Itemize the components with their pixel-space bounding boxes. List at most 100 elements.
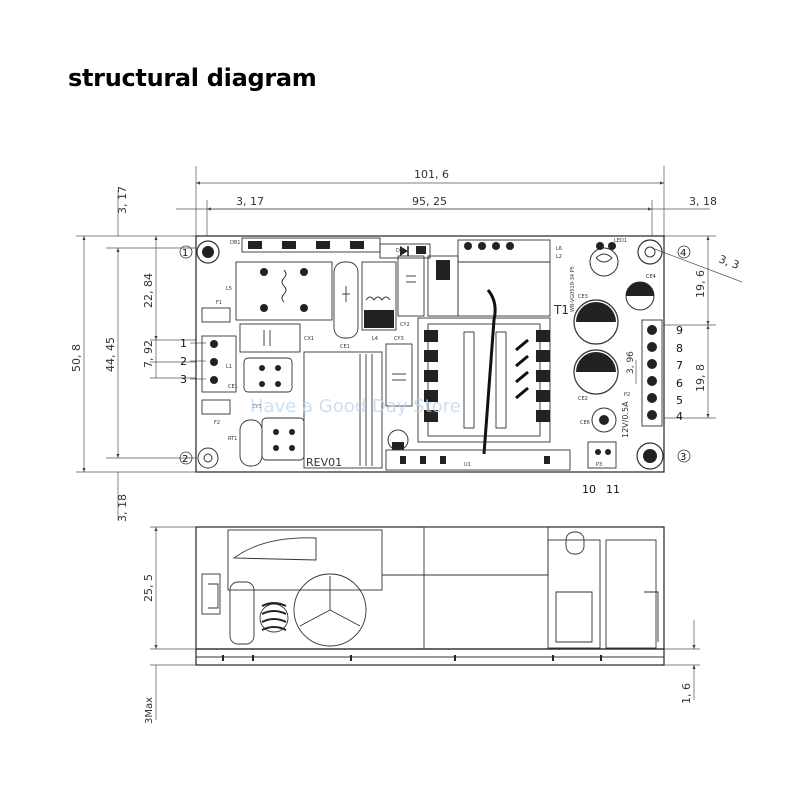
left-pin-2: 2 bbox=[180, 355, 187, 368]
capacitor-cy-group: CY2 CY3 bbox=[385, 255, 425, 451]
fuse-f2: F2 bbox=[201, 399, 231, 426]
right-pin-5: 5 bbox=[676, 394, 683, 407]
output-terminal-p2: P2 bbox=[624, 319, 663, 427]
svg-text:1: 1 bbox=[182, 248, 188, 259]
right-pin-4: 4 bbox=[676, 410, 683, 423]
bottom-pin-11: 11 bbox=[606, 483, 620, 496]
svg-text:F1: F1 bbox=[216, 300, 222, 306]
left-pin-1: 1 bbox=[180, 337, 187, 350]
svg-text:CY1: CY1 bbox=[252, 404, 262, 410]
svg-text:4: 4 bbox=[680, 248, 686, 259]
output-connector-p3: P3 bbox=[587, 441, 617, 469]
left-dimensions: 3, 17 50, 8 44, 45 22, 84 7, 92 3, 18 bbox=[70, 186, 196, 522]
svg-text:CE1: CE1 bbox=[340, 344, 350, 350]
svg-text:D1: D1 bbox=[396, 248, 403, 254]
diode-bridge-upper bbox=[243, 357, 293, 393]
svg-text:2: 2 bbox=[182, 454, 188, 465]
dim-hole-pitch: 95, 25 bbox=[412, 195, 447, 208]
input-connector-p1 bbox=[201, 335, 237, 393]
right-pin-8: 8 bbox=[676, 342, 683, 355]
dim-pin-pitch-left: 7, 92 bbox=[142, 340, 155, 368]
mount-hole-1 bbox=[196, 240, 220, 264]
top-dimensions: 101, 6 3, 17 95, 25 3, 18 bbox=[176, 166, 717, 236]
bottom-pin-labels: 10 11 bbox=[582, 483, 620, 496]
pcb-top-view: 1 2 3 4 DB1 bbox=[179, 235, 691, 473]
bridge-rectifier-db1: DB1 bbox=[230, 237, 381, 253]
side-dimensions: 25, 5 3Max 1, 6 bbox=[142, 526, 700, 724]
hole-number-3: 3 bbox=[677, 449, 691, 463]
svg-text:CE1: CE1 bbox=[228, 384, 238, 390]
inductor-l3 bbox=[333, 261, 359, 339]
right-pin-9: 9 bbox=[676, 324, 683, 337]
output-spec: 12V/0.5A bbox=[621, 401, 630, 438]
aux-header: L6 bbox=[457, 239, 562, 317]
fuse-f1: F1 bbox=[201, 300, 231, 323]
left-pin-3: 3 bbox=[180, 373, 187, 386]
hole-number-1: 1 bbox=[179, 245, 193, 259]
output-capacitor-ce2: CE2 bbox=[573, 349, 619, 402]
dim-overall-length: 101, 6 bbox=[414, 168, 449, 181]
right-pin-labels: 9 8 7 6 5 4 bbox=[676, 324, 683, 423]
dim-bottom-margin: 3, 18 bbox=[116, 494, 129, 522]
diode-d1 bbox=[379, 243, 431, 259]
transformer-t1: T1 bbox=[417, 289, 569, 455]
bottom-pin-10: 10 bbox=[582, 483, 596, 496]
svg-text:L1: L1 bbox=[226, 364, 232, 370]
output-capacitor-ce3: CE3 bbox=[573, 294, 619, 345]
dim-right-upper: 19, 6 bbox=[694, 270, 707, 298]
side-view bbox=[195, 526, 665, 666]
inductor-l4: L4 bbox=[361, 261, 397, 342]
rev-label: REV01 bbox=[306, 456, 342, 469]
right-pin-7: 7 bbox=[676, 359, 683, 372]
dim-board-thickness: 1, 6 bbox=[680, 683, 693, 704]
mount-hole-2 bbox=[197, 447, 219, 469]
svg-text:DB1: DB1 bbox=[230, 240, 240, 246]
svg-text:L2: L2 bbox=[556, 254, 562, 260]
right-dimensions: 19, 6 19, 8 3, 3 3, 96 bbox=[626, 235, 743, 419]
transformer-label: T1 bbox=[553, 303, 569, 317]
common-mode-choke-l5: L5 bbox=[226, 261, 333, 321]
x-capacitor-cx1: CX1 bbox=[239, 323, 314, 353]
dim-top-margin: 3, 17 bbox=[116, 186, 129, 214]
mount-hole-4 bbox=[637, 239, 663, 265]
svg-text:L5: L5 bbox=[226, 286, 232, 292]
thermistor-rt1: RT1 bbox=[228, 419, 263, 467]
model-label: WB-VG0519-34 P5 bbox=[570, 266, 576, 312]
bulk-capacitor-ce1: CE1 REV01 bbox=[303, 344, 383, 469]
svg-text:CE3: CE3 bbox=[578, 294, 588, 300]
svg-text:CE4: CE4 bbox=[646, 274, 656, 280]
dim-max-protrusion: 3Max bbox=[144, 697, 155, 724]
diode-bridge-lower bbox=[261, 417, 305, 461]
svg-text:RT1: RT1 bbox=[228, 436, 237, 442]
svg-text:L4: L4 bbox=[372, 336, 378, 342]
svg-text:3: 3 bbox=[680, 452, 686, 463]
dim-upper-part: 22, 84 bbox=[142, 273, 155, 308]
dim-pin-pitch-right: 3, 96 bbox=[626, 351, 636, 374]
output-capacitor-ce6: CE6 bbox=[580, 407, 617, 433]
svg-text:LED1: LED1 bbox=[614, 238, 627, 244]
dim-right-lower: 19, 8 bbox=[694, 364, 707, 392]
svg-text:CY2: CY2 bbox=[400, 322, 410, 328]
svg-text:CE6: CE6 bbox=[580, 420, 590, 426]
svg-text:U1: U1 bbox=[464, 462, 471, 468]
inductor-l2 bbox=[427, 255, 459, 317]
mount-hole-3 bbox=[636, 442, 664, 470]
page-title: structural diagram bbox=[68, 64, 317, 92]
dim-height: 25, 5 bbox=[142, 574, 155, 602]
svg-text:P3: P3 bbox=[596, 462, 602, 468]
svg-text:CY3: CY3 bbox=[394, 336, 404, 342]
dim-hole-dia: 3, 3 bbox=[717, 253, 741, 272]
dim-overall-width: 50, 8 bbox=[70, 344, 83, 372]
store-watermark: Have a Good Day Store bbox=[250, 396, 461, 417]
svg-text:F2: F2 bbox=[214, 420, 220, 426]
svg-text:P2: P2 bbox=[624, 392, 630, 398]
right-pin-6: 6 bbox=[676, 377, 683, 390]
controller-u1: U1 bbox=[385, 449, 571, 471]
svg-text:CE2: CE2 bbox=[578, 396, 588, 402]
svg-text:L6: L6 bbox=[556, 246, 562, 252]
svg-text:CX1: CX1 bbox=[304, 336, 314, 342]
dim-left-margin: 3, 17 bbox=[236, 195, 264, 208]
hole-number-2: 2 bbox=[179, 451, 193, 465]
dim-right-margin: 3, 18 bbox=[689, 195, 717, 208]
